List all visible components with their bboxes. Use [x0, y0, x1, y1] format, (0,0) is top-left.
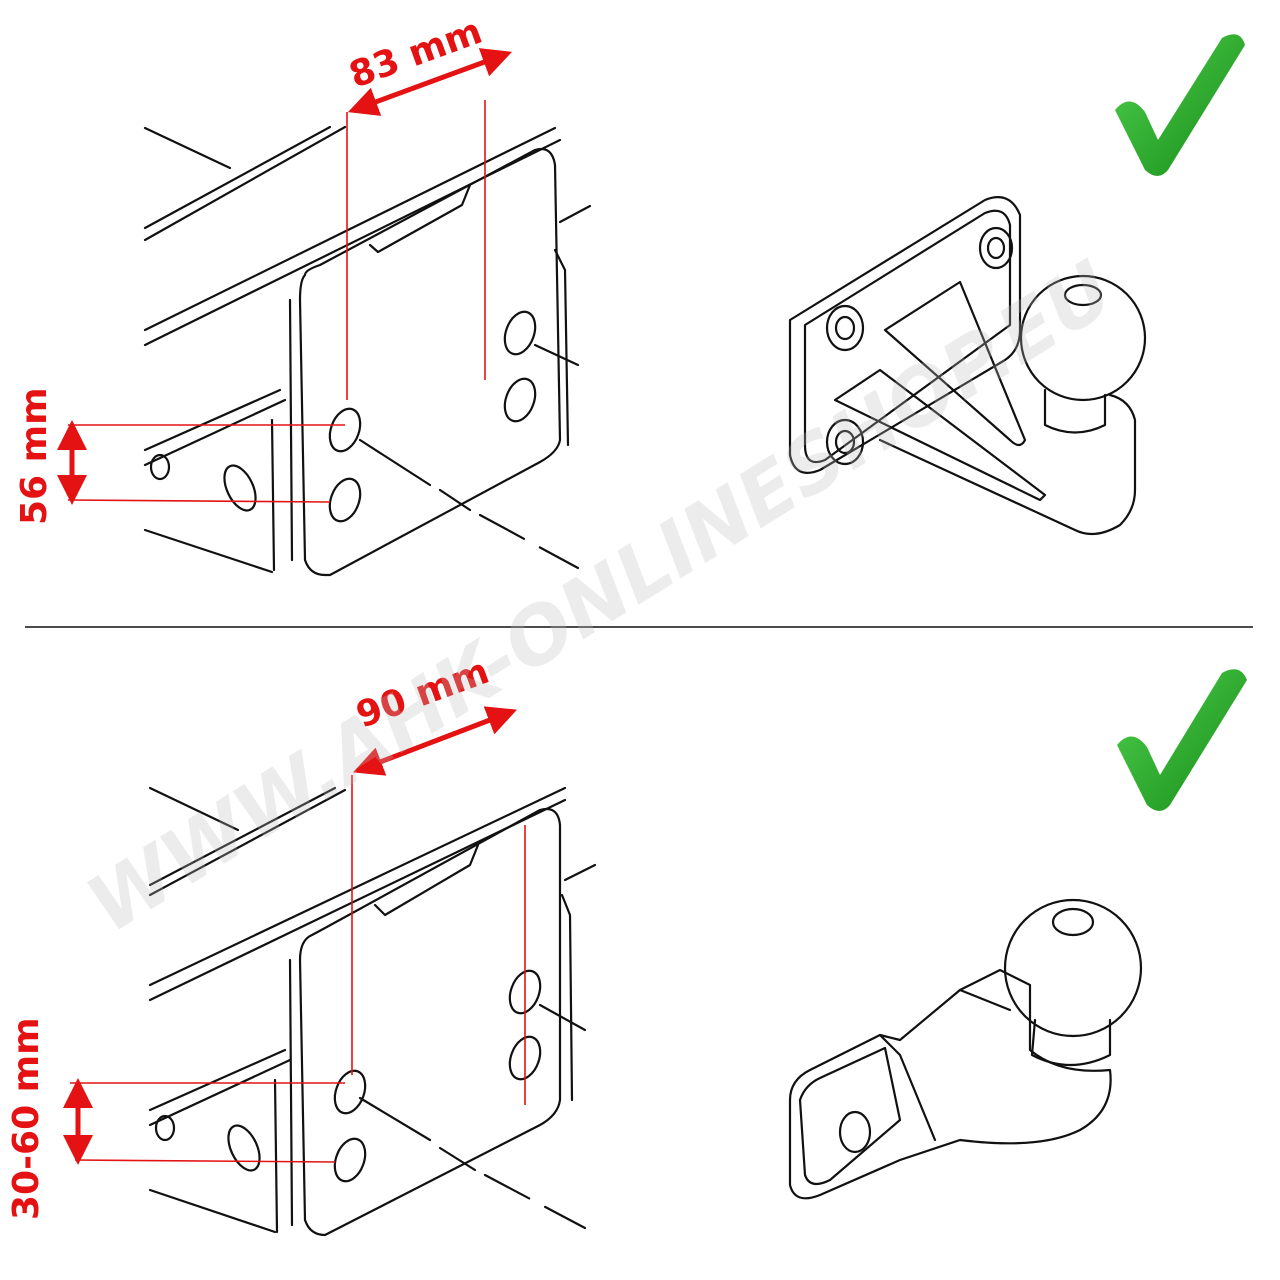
top-dimensions: 83 mm 56 mm — [14, 11, 513, 525]
watermark: WWW.AHK-ONLINESHOP.EU — [72, 244, 1129, 951]
height-label-bottom: 30-60 mm — [6, 1017, 47, 1220]
height-label-top: 56 mm — [14, 387, 55, 525]
width-arrow-90 — [352, 706, 518, 776]
flange-ball-towbar-drawing — [788, 196, 1147, 536]
fixed-ball-towbar-drawing — [788, 898, 1143, 1200]
checkmark-icon-top — [1115, 34, 1245, 176]
checkmark-icon-bottom — [1117, 669, 1247, 811]
bottom-chassis-bracket — [148, 786, 597, 1237]
width-arrow-83 — [347, 48, 513, 116]
width-label-top: 83 mm — [344, 11, 487, 97]
top-chassis-bracket — [143, 125, 592, 577]
